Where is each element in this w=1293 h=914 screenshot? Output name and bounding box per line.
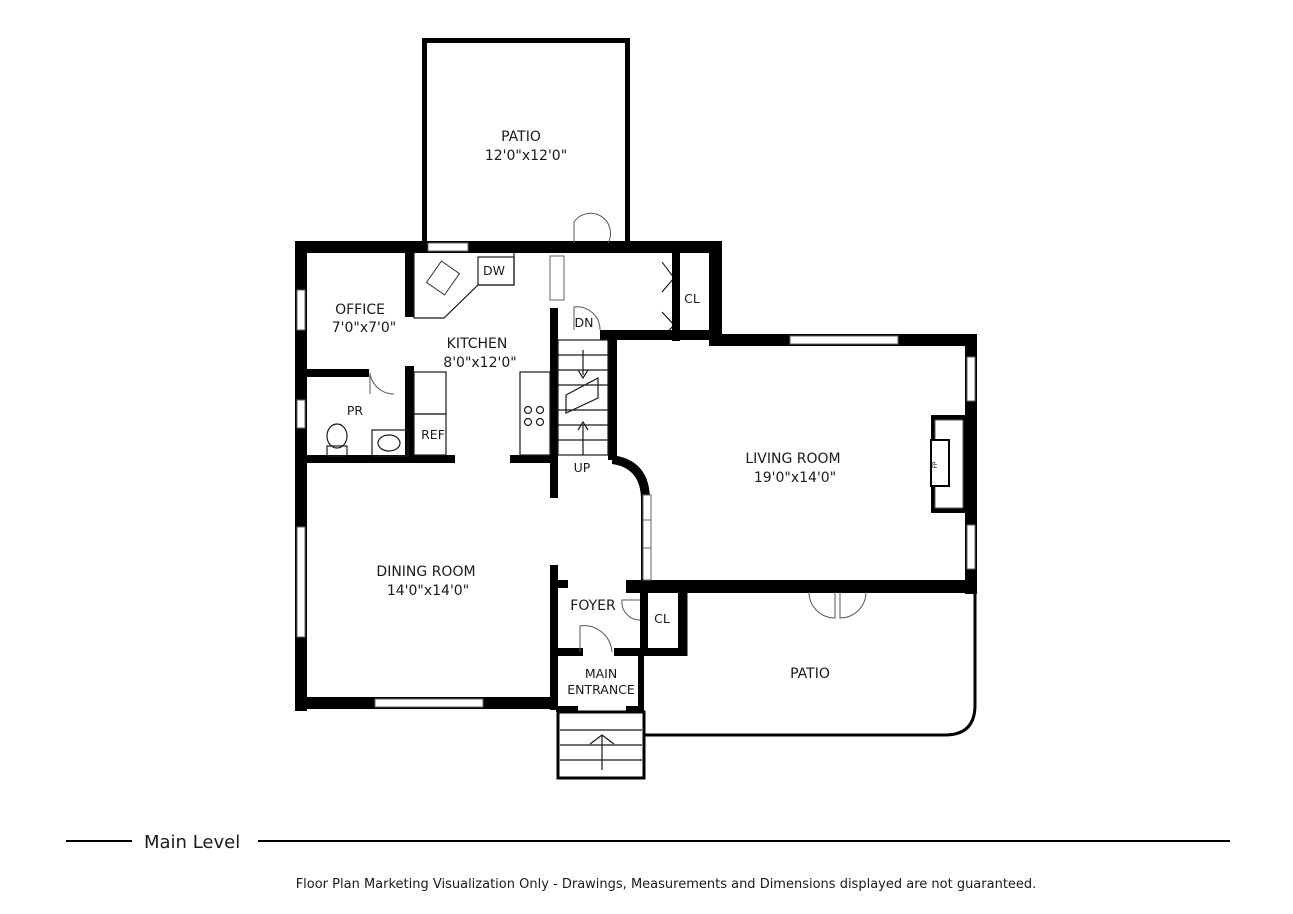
entrance-steps — [556, 710, 646, 780]
dining-room-name: DINING ROOM — [376, 564, 475, 580]
main-entrance-line1: MAIN — [585, 666, 617, 681]
dining-room-dims: 14'0"x14'0" — [387, 583, 469, 599]
interior-walls — [307, 253, 720, 712]
kitchen-name: KITCHEN — [447, 336, 508, 352]
curved-wall — [612, 455, 650, 582]
kitchen-fixtures — [413, 253, 551, 456]
office-dims: 7'0"x7'0" — [332, 320, 397, 336]
foyer-name: FOYER — [570, 598, 616, 614]
kitchen-dims: 8'0"x12'0" — [443, 355, 516, 371]
patio-bottom-name: PATIO — [790, 666, 830, 682]
windows — [296, 242, 976, 708]
disclaimer: Floor Plan Marketing Visualization Only … — [296, 877, 1037, 892]
stairs — [557, 339, 609, 456]
stairs-up-label: UP — [574, 460, 591, 475]
powder-room-fixtures — [326, 423, 409, 457]
fireplace-icon — [930, 415, 967, 513]
stairs-down-label: DN — [575, 315, 594, 330]
stove-icon — [523, 405, 545, 427]
closet-upper-label: CL — [684, 291, 700, 306]
dishwasher-label: DW — [483, 263, 505, 278]
main-entrance-line2: ENTRANCE — [567, 682, 635, 697]
level-title: Main Level — [144, 832, 240, 853]
closet-foyer-label: CL — [654, 611, 670, 626]
refrigerator-label: REF — [421, 427, 445, 442]
patio-bottom-outline — [642, 590, 977, 778]
doors — [369, 212, 867, 653]
living-room-dims: 19'0"x14'0" — [754, 470, 836, 486]
patio-top-dims: 12'0"x12'0" — [485, 148, 567, 164]
patio-top-name: PATIO — [501, 129, 541, 145]
office-name: OFFICE — [335, 302, 385, 318]
living-room-name: LIVING ROOM — [745, 451, 840, 467]
patio-top-outline — [422, 38, 630, 243]
powder-room-label: PR — [347, 403, 364, 418]
fireplace-label: FP — [932, 461, 939, 468]
